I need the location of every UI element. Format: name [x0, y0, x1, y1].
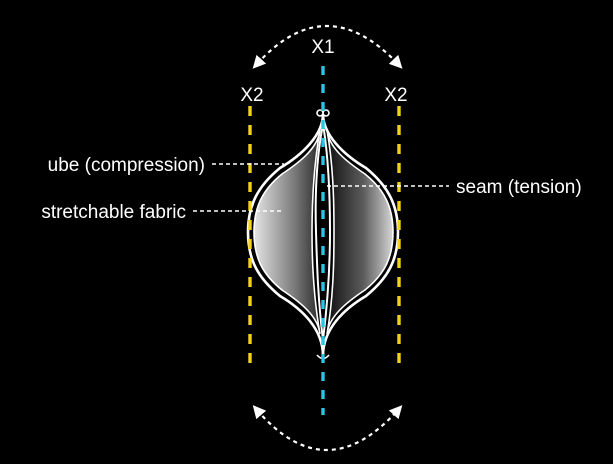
seam-label: seam (tension)	[456, 177, 582, 198]
bottom-rotation-arrow	[252, 405, 403, 452]
left-fabric-lobe	[253, 129, 321, 335]
right-fabric-lobe	[326, 129, 394, 335]
axis-label-x1: X1	[311, 37, 334, 58]
tube-label: ube (compression)	[48, 155, 205, 176]
top-rotation-arrow	[252, 24, 403, 69]
axis-label-x2-left: X2	[240, 85, 263, 106]
axis-label-x2-right: X2	[384, 85, 407, 106]
fabric-label: stretchable fabric	[41, 202, 186, 223]
top-fitting	[322, 109, 330, 117]
